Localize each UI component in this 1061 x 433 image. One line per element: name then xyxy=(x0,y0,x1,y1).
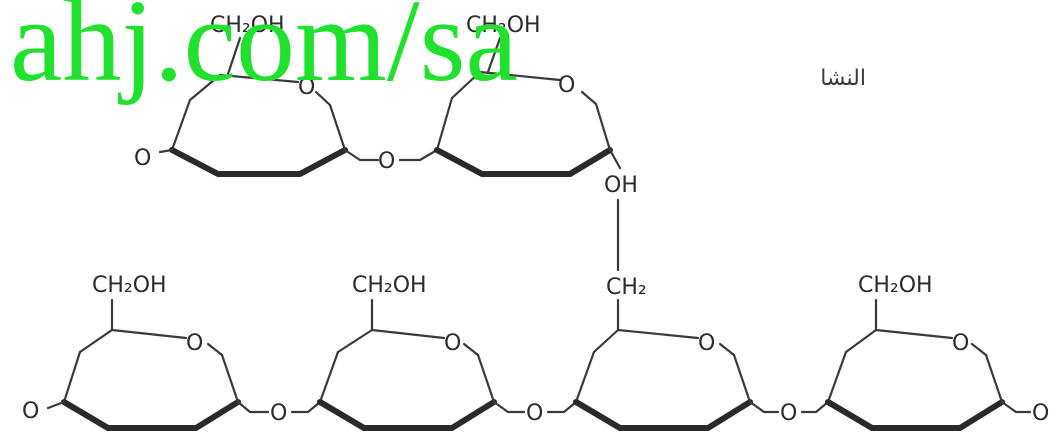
top-ring-1: CH₂OH O O xyxy=(134,13,380,177)
bottom-ring-2-ch2oh: CH₂OH xyxy=(352,273,427,298)
top-bridge-oxygen: O xyxy=(378,149,395,174)
bottom-ring-1-end-oxygen: O xyxy=(22,399,39,424)
top-ring-2-ch2oh: CH₂OH xyxy=(466,13,541,38)
branch-hydroxyl-label: OH xyxy=(604,173,638,198)
starch-caption: النشا xyxy=(820,66,866,91)
branch-ch2-label: CH₂ xyxy=(606,275,647,300)
bottom-ring-3: O xyxy=(573,298,780,431)
bottom-ring-4: CH₂OH O O xyxy=(825,273,1049,431)
top-ring-1-glycosidic-oxygen: O xyxy=(134,146,151,171)
bottom-ring-4-end-oxygen: O xyxy=(1032,401,1049,426)
bottom-ring-4-ch2oh: CH₂OH xyxy=(858,273,933,298)
bottom-ring-1-ch2oh: CH₂OH xyxy=(92,273,167,298)
top-ring-2-ring-oxygen: O xyxy=(558,73,575,98)
bottom-bridge-oxygen-1: O xyxy=(270,401,287,426)
bottom-ring-2-ring-oxygen: O xyxy=(444,331,461,356)
bottom-ring-3-ring-oxygen: O xyxy=(698,331,715,356)
bottom-ring-4-ring-oxygen: O xyxy=(952,331,969,356)
bottom-ring-1-ring-oxygen: O xyxy=(186,331,203,356)
bottom-bridge-oxygen-3: O xyxy=(780,401,797,426)
bottom-ring-1: CH₂OH O O xyxy=(22,273,270,431)
watermark-text: ahj.com/sa xyxy=(10,0,518,106)
top-ring-1-ch2oh: CH₂OH xyxy=(210,13,285,38)
top-ring-1-ring-oxygen: O xyxy=(298,75,315,100)
bottom-bridge-oxygen-2: O xyxy=(526,401,543,426)
top-ring-2: CH₂OH O xyxy=(434,13,622,177)
bottom-ring-2: CH₂OH O xyxy=(317,273,526,431)
